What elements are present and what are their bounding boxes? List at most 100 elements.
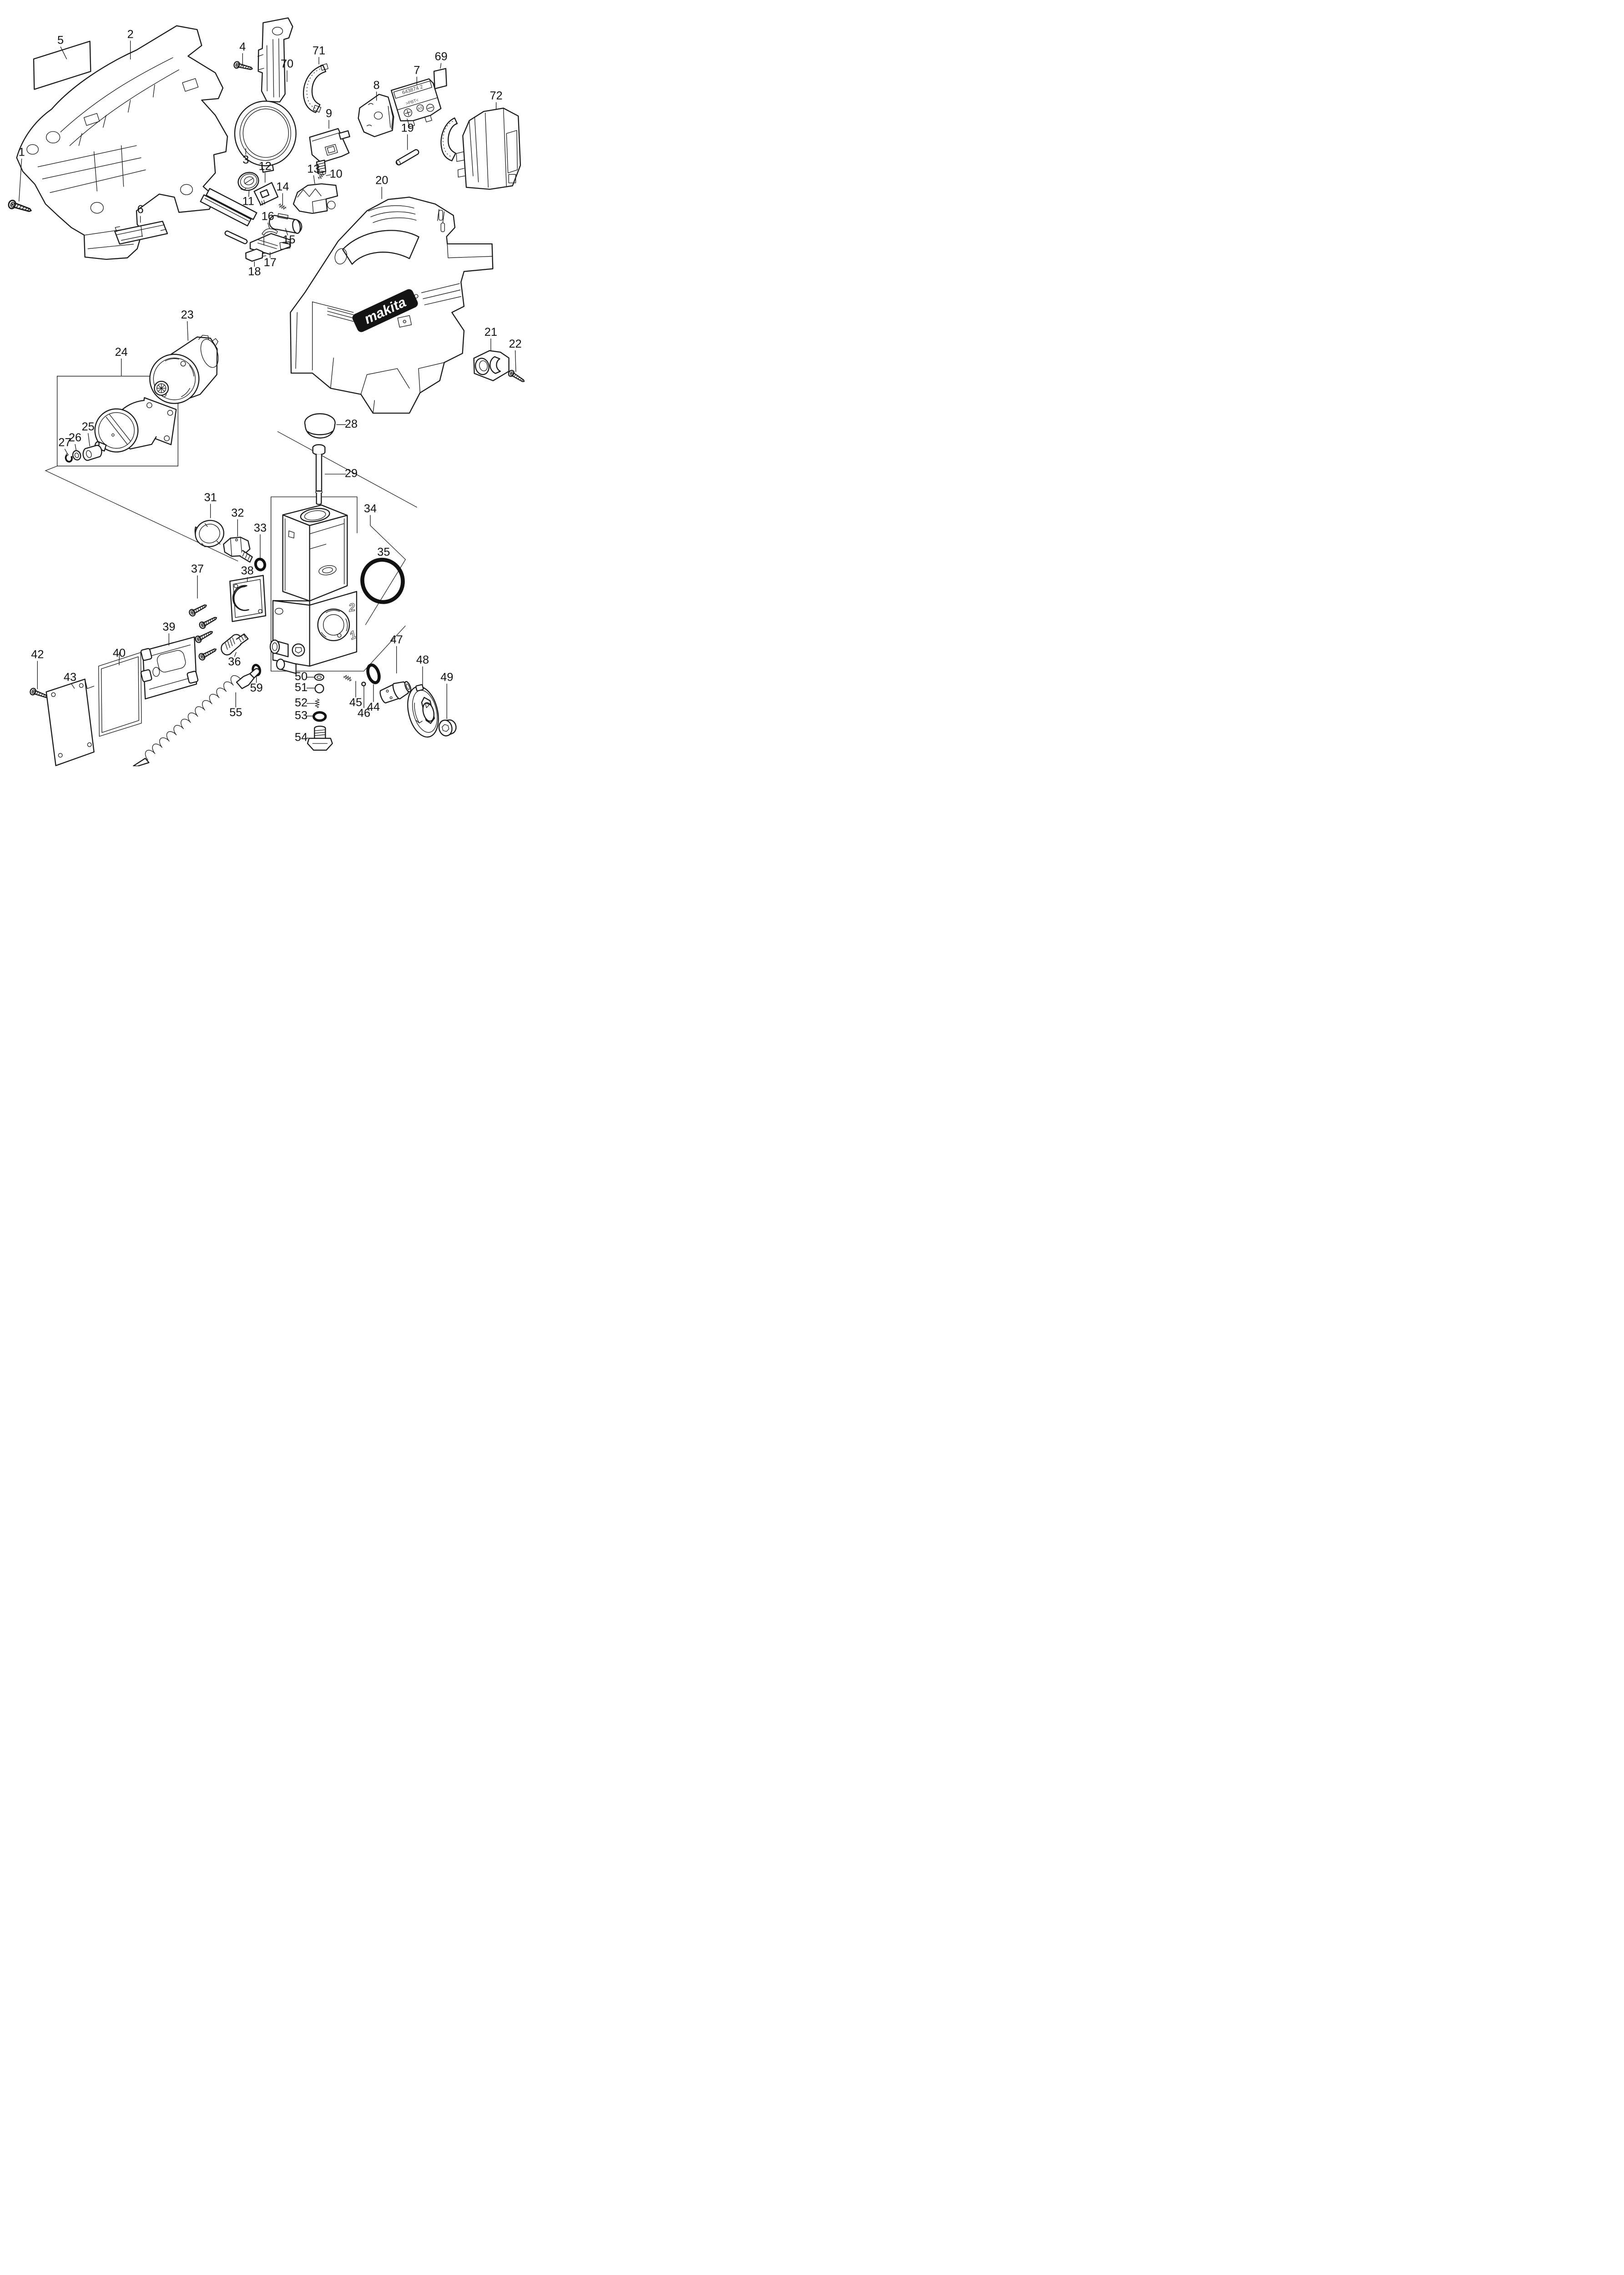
part-23-dc-motor [149,335,219,404]
part-leader-69 [440,63,442,69]
part-20-main-housing: makita [290,197,494,414]
part-label-11: 11 [242,195,254,208]
part-7-terminal-block: 643874 2 >PBT< AS [390,78,442,127]
part-leader-35 [383,558,386,562]
part-12-switch-plate [253,182,279,206]
part-label-51: 51 [295,681,308,694]
part-37-screw-1 [187,602,209,618]
part-27-retaining-ring [65,453,73,463]
part-32-valve-connector [223,536,253,563]
part-label-55: 55 [229,706,242,719]
part-4-screw [232,60,254,73]
part-label-6: 6 [137,203,144,216]
part-label-50: 50 [295,670,308,683]
part-label-7: 7 [414,64,420,77]
part-label-31: 31 [204,491,217,504]
part-33-o-ring [254,557,267,571]
exploded-parts-diagram: 643874 2 >PBT< AS [7,17,526,766]
part-label-13: 13 [307,162,320,175]
part-21-hose-holder [473,350,509,381]
part-49-hex-socket-plug [438,719,457,737]
part-label-18: 18 [248,265,261,278]
part-leader-5 [60,46,67,60]
flexible-chain-2 [440,117,458,162]
pin-small [224,230,248,244]
part-label-72: 72 [490,90,503,102]
part-1-screw [7,198,33,216]
part-leader-26 [75,444,76,450]
projection-line-b [277,431,417,508]
part-72-rear-cover [456,107,521,190]
part-17-slide-button [249,233,291,255]
part-28-cap-cover [304,413,336,439]
pump-molded-2: 2 [348,601,356,614]
part-label-47: 47 [390,633,403,646]
part-label-12: 12 [259,160,272,172]
part-leader-10 [326,174,331,176]
part-14-spring [277,203,287,211]
parts-diagram-page: 643874 2 >PBT< AS [0,0,541,766]
part-label-25: 25 [82,420,95,433]
part-label-10: 10 [330,168,343,181]
part-label-22: 22 [509,338,522,350]
part-22-screw [507,369,526,385]
part-13-lock-lever [293,183,338,214]
part-label-16: 16 [262,210,274,222]
part-24-gear-assembly [94,397,177,453]
makita-logo-band [352,289,418,332]
part-label-54: 54 [295,731,308,744]
part-39-cord-guard [140,636,199,700]
part-3-ring-guard [234,101,297,173]
part-label-20: 20 [375,174,388,187]
part-label-33: 33 [254,521,267,534]
part-18-contact-block [245,248,267,262]
part-label-70: 70 [281,58,293,71]
part-label-39: 39 [162,621,175,633]
part-leader-1 [19,158,22,202]
part-19-pin [395,149,419,166]
part-label-42: 42 [31,648,44,661]
part-leader-16 [267,222,270,229]
part-label-38: 38 [241,565,254,577]
part-label-1: 1 [19,146,25,159]
part-45-spring [343,674,353,682]
part-label-29: 29 [345,467,358,480]
part-label-19: 19 [401,121,414,134]
part-35-o-ring-large [360,557,405,604]
part-leader-36 [234,652,237,657]
rail-upper-pair [200,188,257,227]
part-69-label [433,68,447,90]
part-71-flexible-chain [303,63,328,113]
projection-line-d [363,625,406,672]
part-label-24: 24 [115,346,128,359]
part-label-8: 8 [373,79,380,91]
part-55-spiral-hose [133,668,260,766]
part-leader-25 [88,433,90,446]
part-38-insulation-plate [229,575,267,622]
part-29-plunger-rod [312,444,326,505]
part-label-40: 40 [113,647,126,659]
part-label-45: 45 [349,696,362,709]
part-label-28: 28 [345,418,358,430]
projection-line-a [45,465,238,561]
part-label-5: 5 [57,34,64,47]
part-label-37: 37 [191,563,204,576]
part-label-32: 32 [231,506,244,519]
part-label-15: 15 [282,233,295,246]
part-44-o-ring [366,663,381,684]
part-leader-13 [313,175,315,184]
part-label-4: 4 [239,40,246,53]
part-label-27: 27 [58,436,71,449]
part-6-guide-rail [114,221,168,245]
part-label-44: 44 [367,701,380,713]
part-label-48: 48 [416,654,429,667]
part-leader-43 [71,683,75,689]
part-54-valve-plug-bolt [307,725,333,751]
part-label-14: 14 [276,181,289,193]
part-label-59: 59 [250,682,263,694]
part-label-21: 21 [484,326,497,339]
part-16-leaf-clip [262,228,278,236]
part-15-cylinder-pin [268,213,303,234]
part-51-steel-ball [314,683,324,693]
